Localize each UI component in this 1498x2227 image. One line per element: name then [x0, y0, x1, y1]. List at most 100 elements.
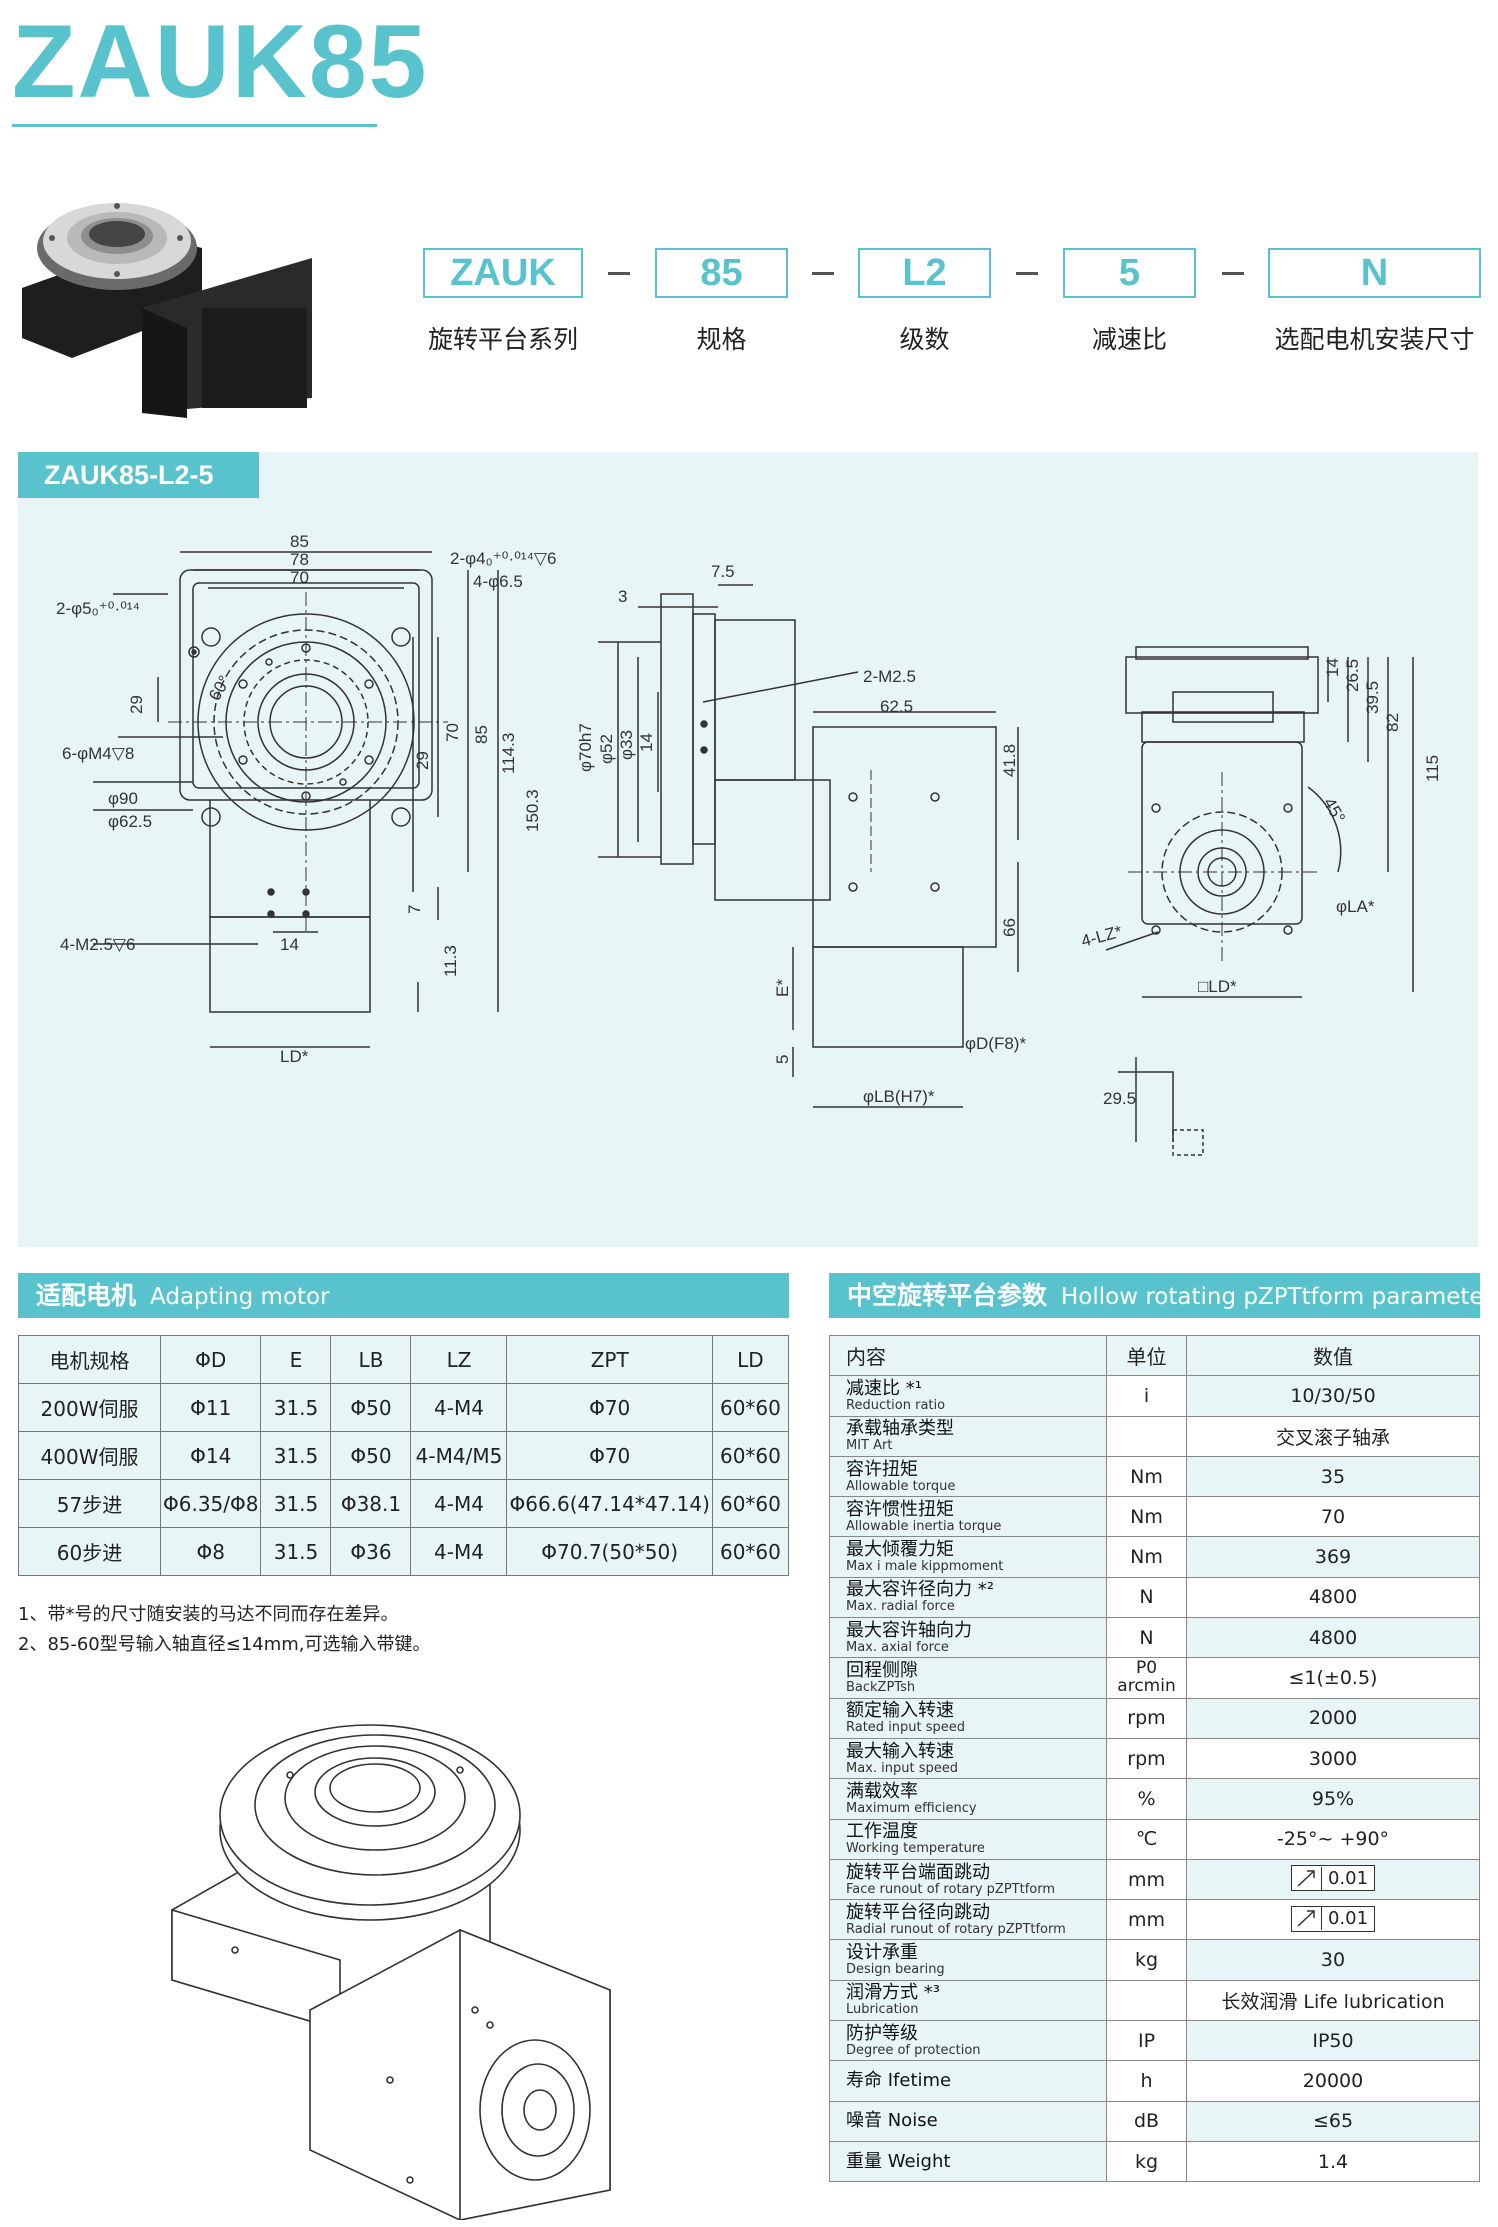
param-value: ≤65: [1186, 2100, 1480, 2142]
caption-series: 旋转平台系列: [427, 325, 578, 354]
dim-29b: 29: [413, 751, 432, 770]
motor-col-zpt: ZPT: [506, 1335, 713, 1384]
code-separator: [1016, 272, 1038, 275]
dim-r45deg: 45°: [1320, 795, 1349, 827]
runout-arrow-icon: [1292, 1907, 1322, 1931]
param-value: IP50: [1186, 2020, 1480, 2062]
param-unit: Nm: [1106, 1536, 1187, 1578]
motor-col-lz: LZ: [410, 1335, 508, 1384]
table-header-row: 电机规格 ΦD E LB LZ ZPT LD: [18, 1335, 790, 1384]
param-value: 2000: [1186, 1697, 1480, 1739]
model-code-series: ZAUK: [423, 248, 583, 298]
param-value: -25°~ +90°: [1186, 1818, 1480, 1860]
note-2: 2、85-60型号输入轴直径≤14mm,可选输入带键。: [18, 1634, 431, 1655]
params-col-content: 内容: [829, 1334, 1107, 1377]
drawing-tab: ZAUK85-L2-5: [18, 452, 259, 498]
dim-r14: 14: [1323, 658, 1342, 677]
param-name: 工作温度: [846, 1821, 918, 1843]
title-underline: [12, 124, 377, 127]
cell: Φ6.35/Φ8: [159, 1479, 262, 1528]
param-name: 重量 Weight: [846, 2150, 951, 2172]
dim-7: 7: [405, 905, 424, 914]
cell: Φ8: [159, 1527, 262, 1576]
dim-2-m2-5: 2-M2.5: [863, 667, 916, 686]
param-unit: kg: [1106, 1939, 1187, 1981]
param-name: 回程侧隙: [846, 1660, 918, 1682]
cell: Φ70: [506, 1431, 713, 1480]
param-name-en: Working temperature: [846, 1841, 985, 1857]
isometric-drawing: [171, 1724, 611, 2220]
param-name: 最大倾覆力矩: [846, 1539, 954, 1561]
cell: Φ11: [159, 1383, 262, 1432]
dim-29-5: 29.5: [1103, 1089, 1136, 1108]
runout-symbol-box: 0.01: [1290, 1865, 1376, 1892]
cell: 31.5: [260, 1383, 332, 1432]
param-value: 交叉滚子轴承: [1186, 1415, 1480, 1457]
dim-85v: 85: [472, 725, 491, 744]
cell: Φ50: [330, 1383, 412, 1432]
param-value: 4800: [1186, 1617, 1480, 1659]
param-name-en: Allowable torque: [846, 1478, 956, 1494]
param-name: 防护等级: [846, 2022, 918, 2044]
dim-phi-d: φD(F8)*: [965, 1034, 1026, 1053]
params-section-title: 中空旋转平台参数: [847, 1281, 1048, 1310]
param-name: 最大容许轴向力: [846, 1619, 972, 1641]
dim-m4: 6-φM4▽8: [62, 744, 134, 763]
cell: 31.5: [260, 1527, 332, 1576]
dim-70v: 70: [443, 723, 462, 742]
param-value: 10/30/50: [1186, 1375, 1480, 1417]
param-unit: mm: [1106, 1899, 1187, 1941]
page-title: ZAUK85: [12, 4, 429, 120]
cell: 31.5: [260, 1431, 332, 1480]
motor-col-e: E: [260, 1335, 332, 1384]
motor-section-subtitle: Adapting motor: [150, 1284, 330, 1310]
param-value: 70: [1186, 1496, 1480, 1538]
param-value: 1.4: [1186, 2140, 1480, 2183]
right-view: [1105, 646, 1414, 1156]
param-unit: kg: [1106, 2140, 1187, 2183]
technical-drawing: 85 78 70 2-φ4₀⁺⁰·⁰¹⁴▽6 4-φ6.5 2-φ5₀⁺⁰·⁰¹…: [56, 532, 1442, 1156]
table-row: 60步进 Φ8 31.5 Φ36 4-M4 Φ70.7(50*50) 60*60: [18, 1527, 790, 1576]
cell: 60*60: [711, 1431, 790, 1480]
param-value: 30: [1186, 1939, 1480, 1981]
motor-section-title: 适配电机: [36, 1281, 137, 1310]
dim-3: 3: [618, 587, 627, 606]
dim-phi90: φ90: [108, 789, 138, 808]
param-unit: h: [1106, 2060, 1187, 2102]
param-unit: dB: [1106, 2100, 1187, 2142]
param-name: 最大容许径向力 *²: [846, 1579, 994, 1601]
cell: 400W伺服: [18, 1431, 161, 1480]
motor-col-lb: LB: [330, 1335, 412, 1384]
motor-table: 电机规格 ΦD E LB LZ ZPT LD 200W伺服 Φ11 31.5 Φ…: [18, 1335, 790, 1576]
param-name: 旋转平台端面跳动: [846, 1861, 990, 1883]
front-view: [93, 551, 499, 1048]
dim-7-5: 7.5: [711, 562, 735, 581]
caption-size: 规格: [696, 325, 747, 354]
cell: 4-M4: [410, 1383, 508, 1432]
param-name-en: Max. input speed: [846, 1760, 958, 1776]
param-value: 35: [1186, 1455, 1480, 1498]
param-name: 寿命 Ifetime: [846, 2069, 952, 2091]
runout-symbol-box: 0.01: [1290, 1905, 1376, 1932]
param-unit: Nm: [1106, 1496, 1187, 1538]
param-unit: [1106, 1415, 1187, 1457]
param-unit: %: [1106, 1778, 1187, 1820]
note-1: 1、带*号的尺寸随安装的马达不同而存在差异。: [18, 1604, 399, 1625]
dim-r26-5: 26.5: [1343, 659, 1362, 692]
model-code-ratio: 5: [1063, 248, 1196, 298]
dim-14-side: 14: [637, 733, 656, 752]
param-name: 旋转平台径向跳动: [846, 1901, 990, 1923]
dim-29a: 29: [127, 695, 146, 714]
param-name: 承载轴承类型: [846, 1418, 954, 1440]
caption-motor: 选配电机安装尺寸: [1274, 325, 1475, 354]
motor-col-d: ΦD: [159, 1335, 262, 1384]
